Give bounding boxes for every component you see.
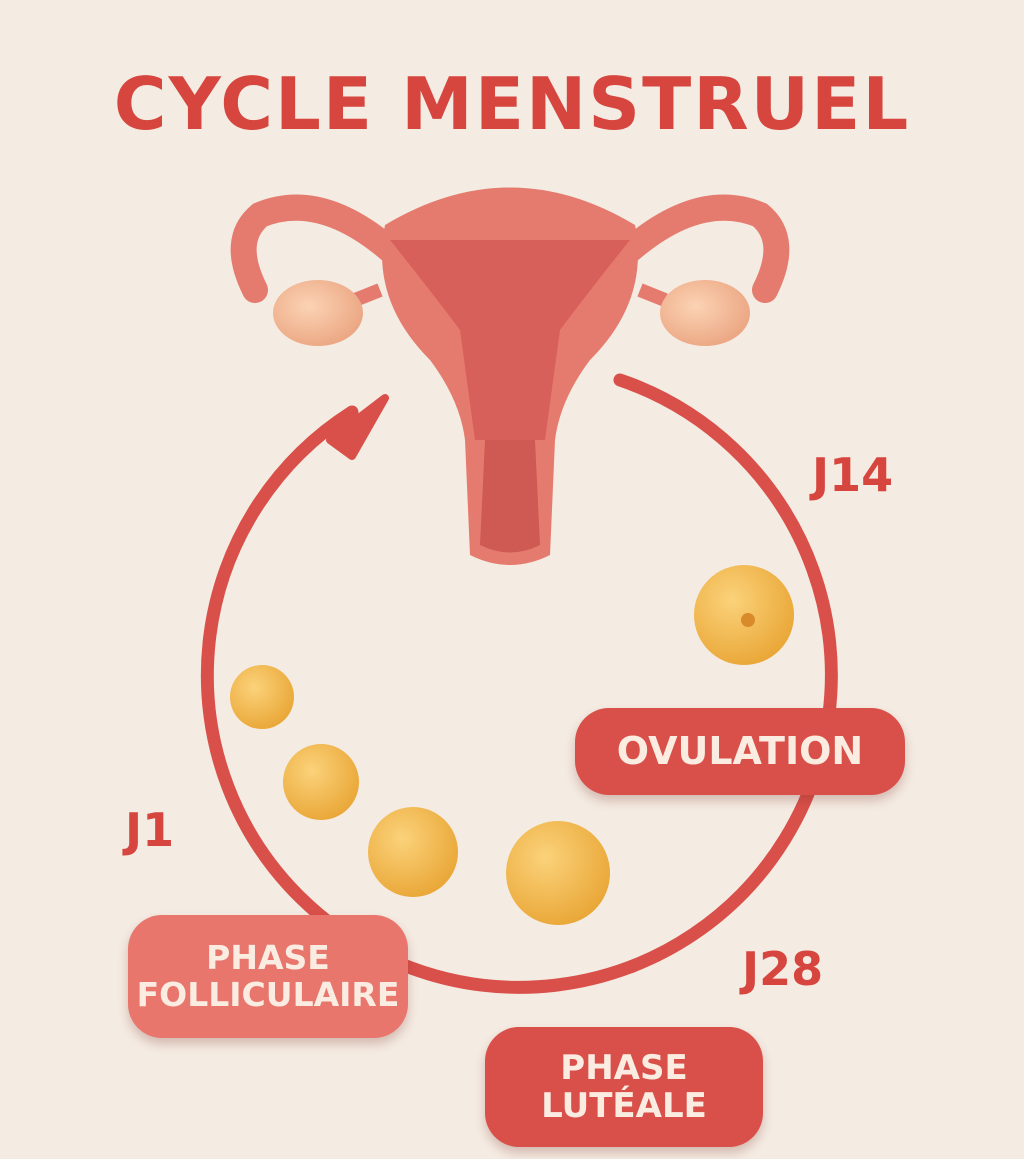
follicle-3 <box>368 807 458 897</box>
follicle-2 <box>283 744 359 820</box>
follicular-label-line1: PHASE <box>206 937 330 977</box>
luteal-phase-badge: PHASE LUTÉALE <box>485 1027 763 1147</box>
ovary-left <box>273 280 363 346</box>
day-label-j1: J1 <box>125 803 175 857</box>
arrow-head-icon <box>326 394 389 460</box>
follicle-4 <box>506 821 610 925</box>
day-label-j28: J28 <box>742 942 824 996</box>
day-label-j14: J14 <box>812 448 894 502</box>
luteal-label-line2: LUTÉALE <box>541 1086 707 1126</box>
uterus-icon <box>230 187 790 565</box>
ovulation-label: OVULATION <box>616 729 864 774</box>
ovulation-badge: OVULATION <box>575 708 905 795</box>
follicular-label-line2: FOLLICULAIRE <box>136 974 400 1014</box>
ovary-right <box>660 280 750 346</box>
follicular-phase-badge: PHASE FOLLICULAIRE <box>128 915 408 1038</box>
follicle-1 <box>230 665 294 729</box>
cycle-arc <box>200 373 838 994</box>
page-title: CYCLE MENSTRUEL <box>113 62 911 146</box>
luteal-label-line1: PHASE <box>560 1047 688 1088</box>
